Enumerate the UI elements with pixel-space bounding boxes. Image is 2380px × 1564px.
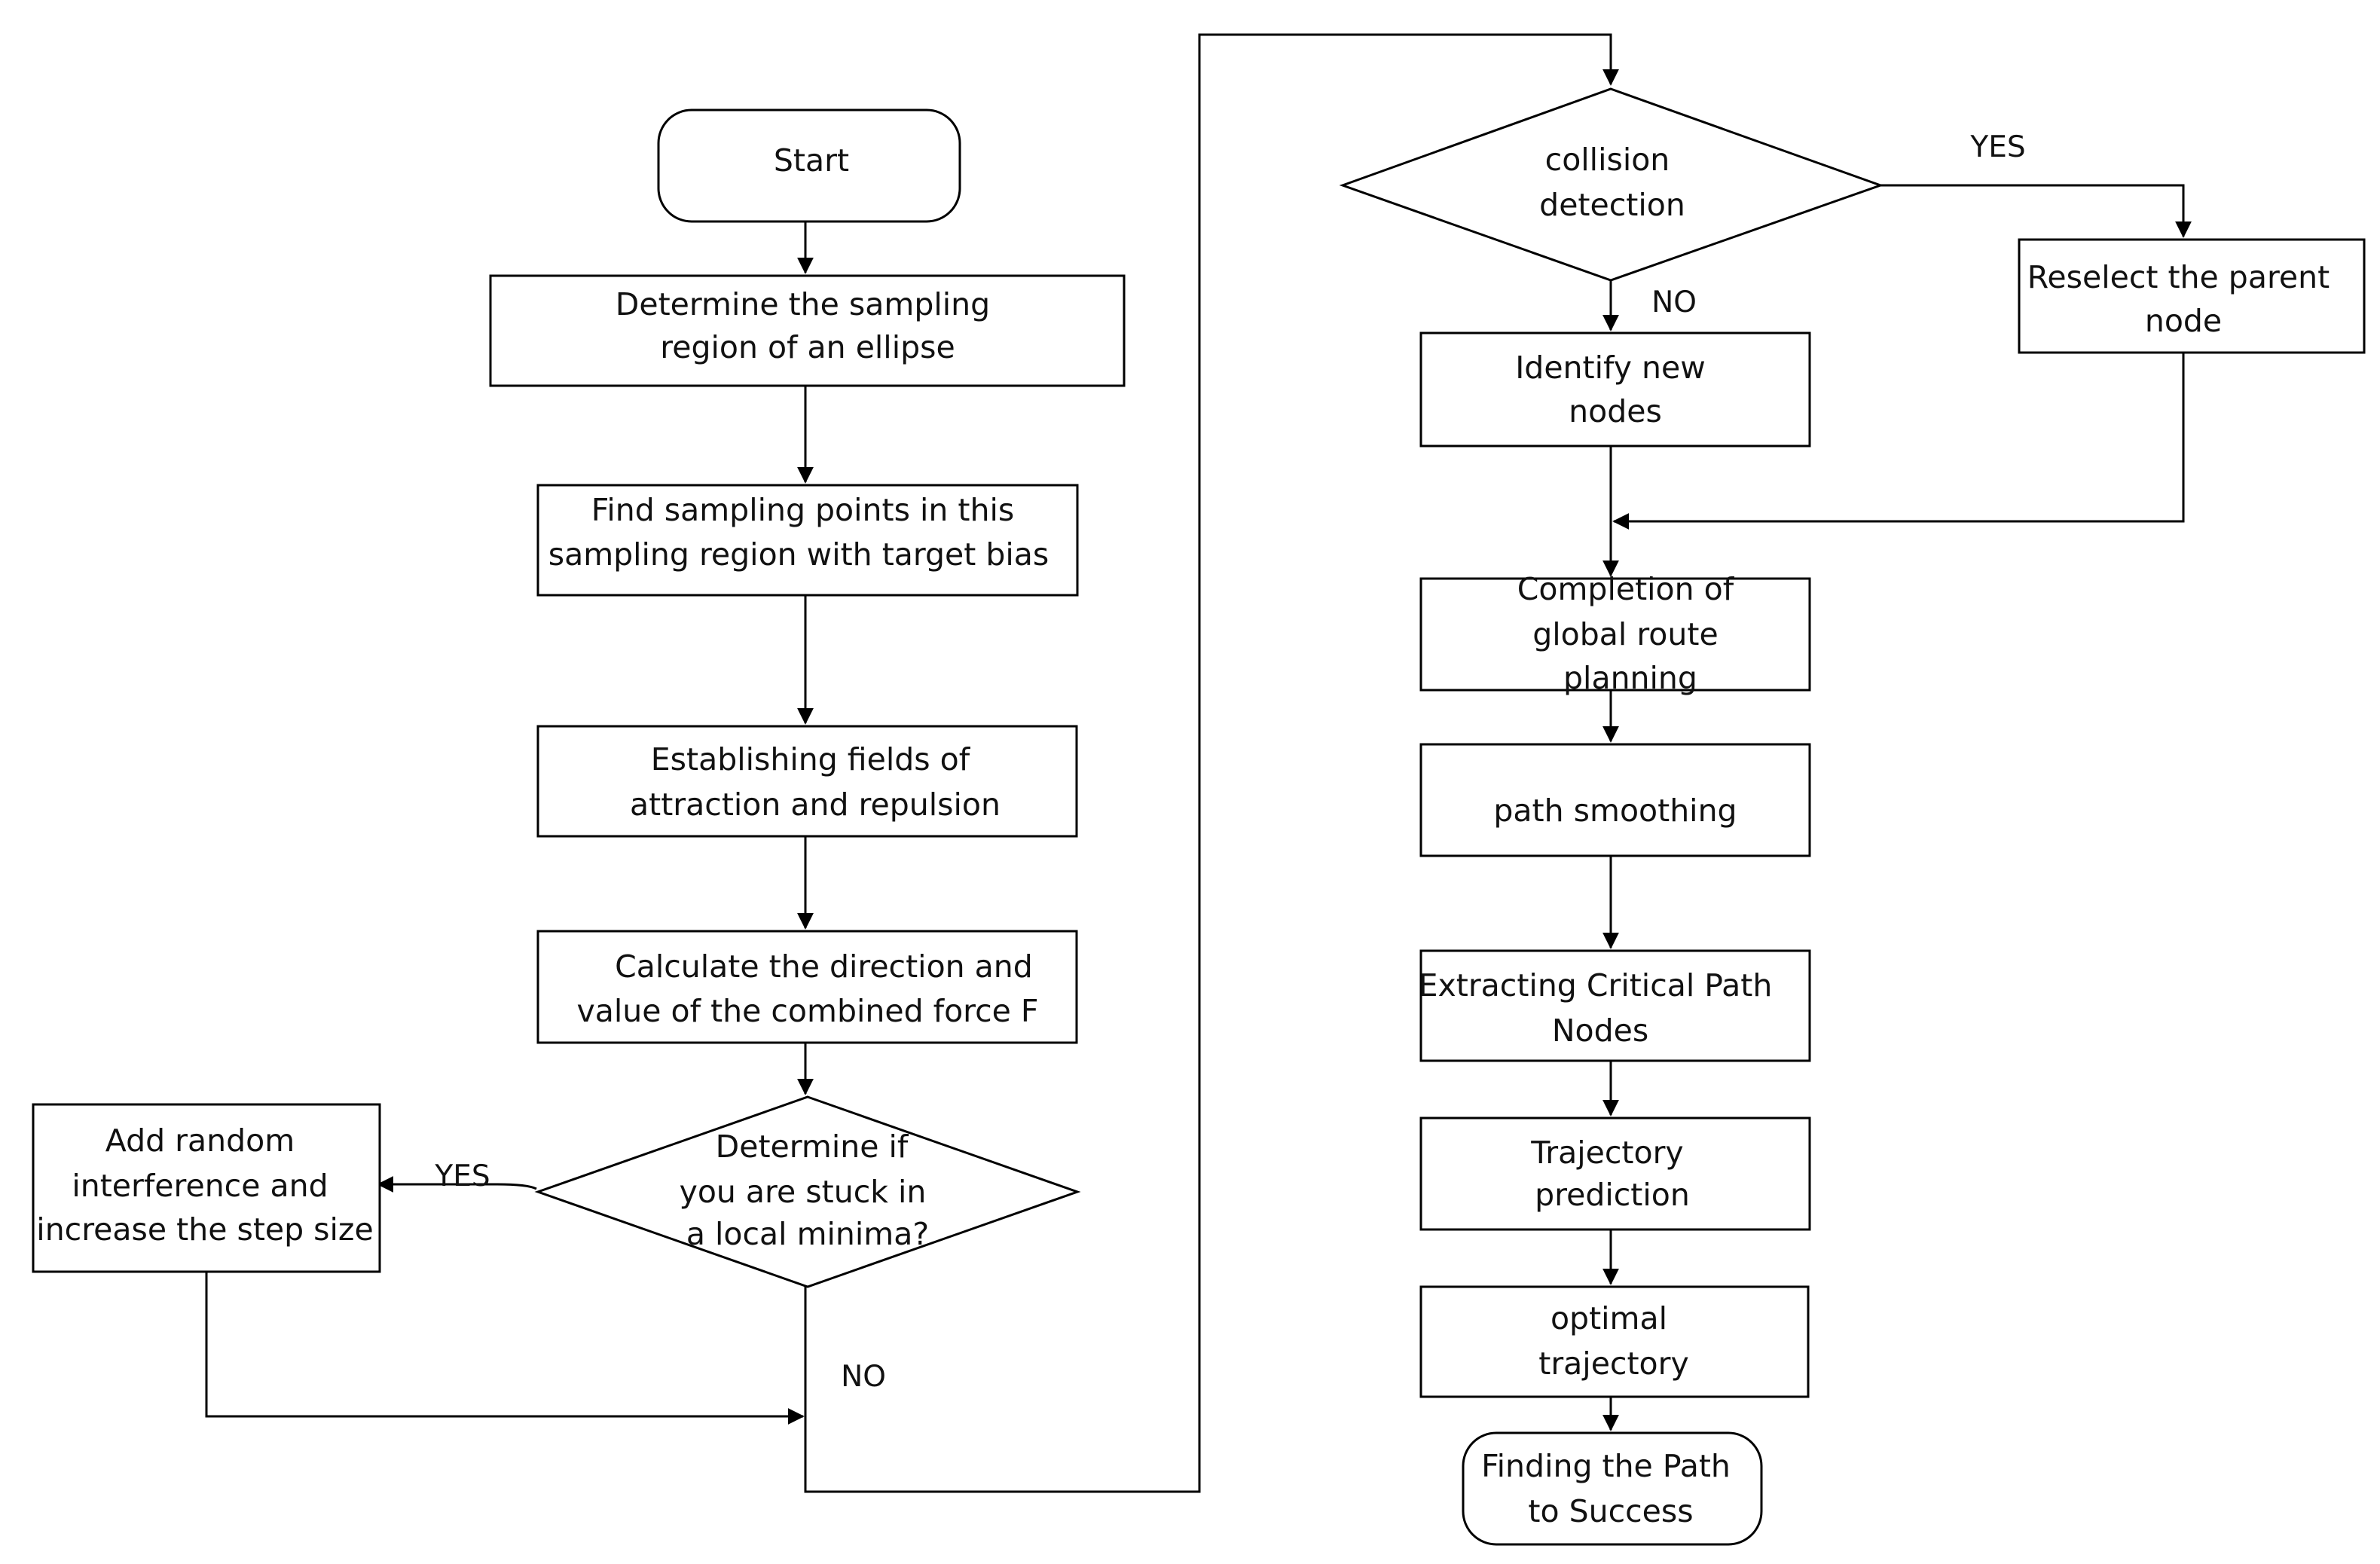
stuck-no-label: NO: [841, 1360, 886, 1394]
svg-text:Completion of global rou: Completion of global route planning: [1517, 571, 1743, 696]
random-interference-line-2: interference and: [72, 1168, 328, 1204]
random-interference-node: Add random interference and increase the…: [32, 1103, 381, 1273]
svg-text:Trajectory prediction: Trajectory prediction: [1530, 1135, 1693, 1213]
trajectory-prediction-node: Trajectory prediction: [1419, 1116, 1811, 1231]
local-minima-decision: Determine if you are stuck in a local mi…: [534, 1095, 1081, 1288]
edge-reselect-to-merge: [1612, 351, 2185, 530]
local-minima-line-2: you are stuck in: [680, 1174, 927, 1210]
trajectory-prediction-line-2: prediction: [1535, 1177, 1690, 1213]
svg-text:Finding the Path to Succ: Finding the Path to Success: [1481, 1448, 1740, 1529]
local-minima-line-1: Determine if: [716, 1129, 909, 1165]
edge-collision-yes-to-reselect: [1879, 184, 2192, 238]
identify-nodes-line-2: nodes: [1569, 393, 1662, 429]
svg-text:Determine if you are stu: Determine if you are stuck in a local mi…: [680, 1129, 936, 1252]
sampling-points-line-1: Find sampling points in this: [591, 492, 1015, 528]
random-interference-line-3: increase the step size: [36, 1211, 373, 1248]
start-text: Start: [774, 142, 849, 179]
combined-force-line-1: Calculate the direction and: [615, 948, 1033, 985]
svg-text:collision detection: collision detection: [1539, 142, 1685, 223]
finish-line-2: to Success: [1528, 1493, 1693, 1529]
start-node: Start: [657, 108, 961, 223]
svg-text:Reselect the parent node: Reselect the parent node: [2027, 259, 2339, 339]
svg-text:optimal trajectory: optimal trajectory: [1538, 1300, 1689, 1382]
route-completion-line-2: global route: [1532, 616, 1718, 652]
reselect-parent-node: Reselect the parent node: [2018, 238, 2366, 354]
collision-no-label: NO: [1651, 286, 1697, 319]
edges: [205, 33, 2192, 1493]
collision-line-1: collision: [1545, 142, 1670, 178]
path-smoothing-node: path smoothing: [1419, 743, 1811, 857]
sampling-points-node: Find sampling points in this sampling re…: [536, 484, 1079, 597]
combined-force-line-2: value of the combined force F: [577, 993, 1039, 1029]
edge-stuck-no-to-collision: [804, 33, 1619, 1493]
svg-text:Identify new nodes: Identify new nodes: [1515, 350, 1715, 429]
finish-line-1: Finding the Path: [1481, 1448, 1731, 1484]
ellipse-region-node: Determine the sampling region of an elli…: [489, 274, 1126, 387]
optimal-trajectory-node: optimal trajectory: [1419, 1285, 1810, 1398]
route-completion-line-1: Completion of: [1517, 571, 1735, 607]
critical-nodes-line-1: Extracting Critical Path: [1419, 967, 1773, 1003]
combined-force-node: Calculate the direction and value of the…: [536, 930, 1078, 1044]
identify-nodes-line-1: Identify new: [1515, 350, 1706, 386]
critical-nodes-line-2: Nodes: [1552, 1013, 1648, 1049]
critical-nodes-node: Extracting Critical Path Nodes: [1419, 949, 1811, 1062]
svg-text:Find sampling points in this: Find sampling points in this sampling re…: [548, 492, 1049, 573]
identify-nodes-node: Identify new nodes: [1419, 331, 1811, 448]
trajectory-prediction-line-1: Trajectory: [1530, 1135, 1683, 1171]
collision-yes-label: YES: [1969, 130, 2025, 164]
stuck-yes-label: YES: [434, 1159, 490, 1193]
ellipse-region-line-1: Determine the sampling: [616, 286, 990, 322]
optimal-trajectory-line-1: optimal: [1551, 1300, 1667, 1336]
edge-random-to-merge: [205, 1272, 805, 1425]
svg-text:Extracting Critical Path: Extracting Critical Path Nodes: [1419, 967, 1783, 1049]
fields-line-2: attraction and repulsion: [630, 787, 1001, 823]
svg-text:Add random interference: Add random interference and increase the…: [36, 1123, 373, 1248]
reselect-parent-line-2: node: [2145, 303, 2222, 339]
random-interference-line-1: Add random: [105, 1123, 295, 1159]
reselect-parent-line-1: Reselect the parent: [2027, 259, 2330, 295]
local-minima-line-3: a local minima?: [686, 1216, 929, 1252]
svg-text:Determine the sampling r: Determine the sampling region of an elli…: [616, 286, 1000, 365]
path-smoothing-text: path smoothing: [1493, 793, 1737, 829]
svg-text:Calculate the direction and: Calculate the direction and value of the…: [577, 948, 1043, 1029]
sampling-points-line-2: sampling region with target bias: [548, 536, 1049, 573]
fields-node: Establishing fields of attraction and re…: [536, 725, 1078, 838]
optimal-trajectory-line-2: trajectory: [1538, 1346, 1689, 1382]
ellipse-region-line-2: region of an ellipse: [660, 329, 955, 365]
svg-text:Start: Start: [774, 142, 849, 179]
route-completion-line-3: planning: [1563, 660, 1697, 696]
edge-stuck-yes-to-random: [377, 1176, 537, 1193]
collision-decision: collision detection: [1339, 87, 1884, 282]
collision-line-2: detection: [1539, 187, 1685, 223]
finish-node: Finding the Path to Success: [1462, 1431, 1763, 1546]
svg-text:Establishing fields of a: Establishing fields of attraction and re…: [630, 741, 1001, 823]
fields-line-1: Establishing fields of: [651, 741, 971, 777]
route-completion-node: Completion of global route planning: [1419, 571, 1811, 696]
svg-text:path smoothing: path smoothing: [1493, 793, 1737, 829]
